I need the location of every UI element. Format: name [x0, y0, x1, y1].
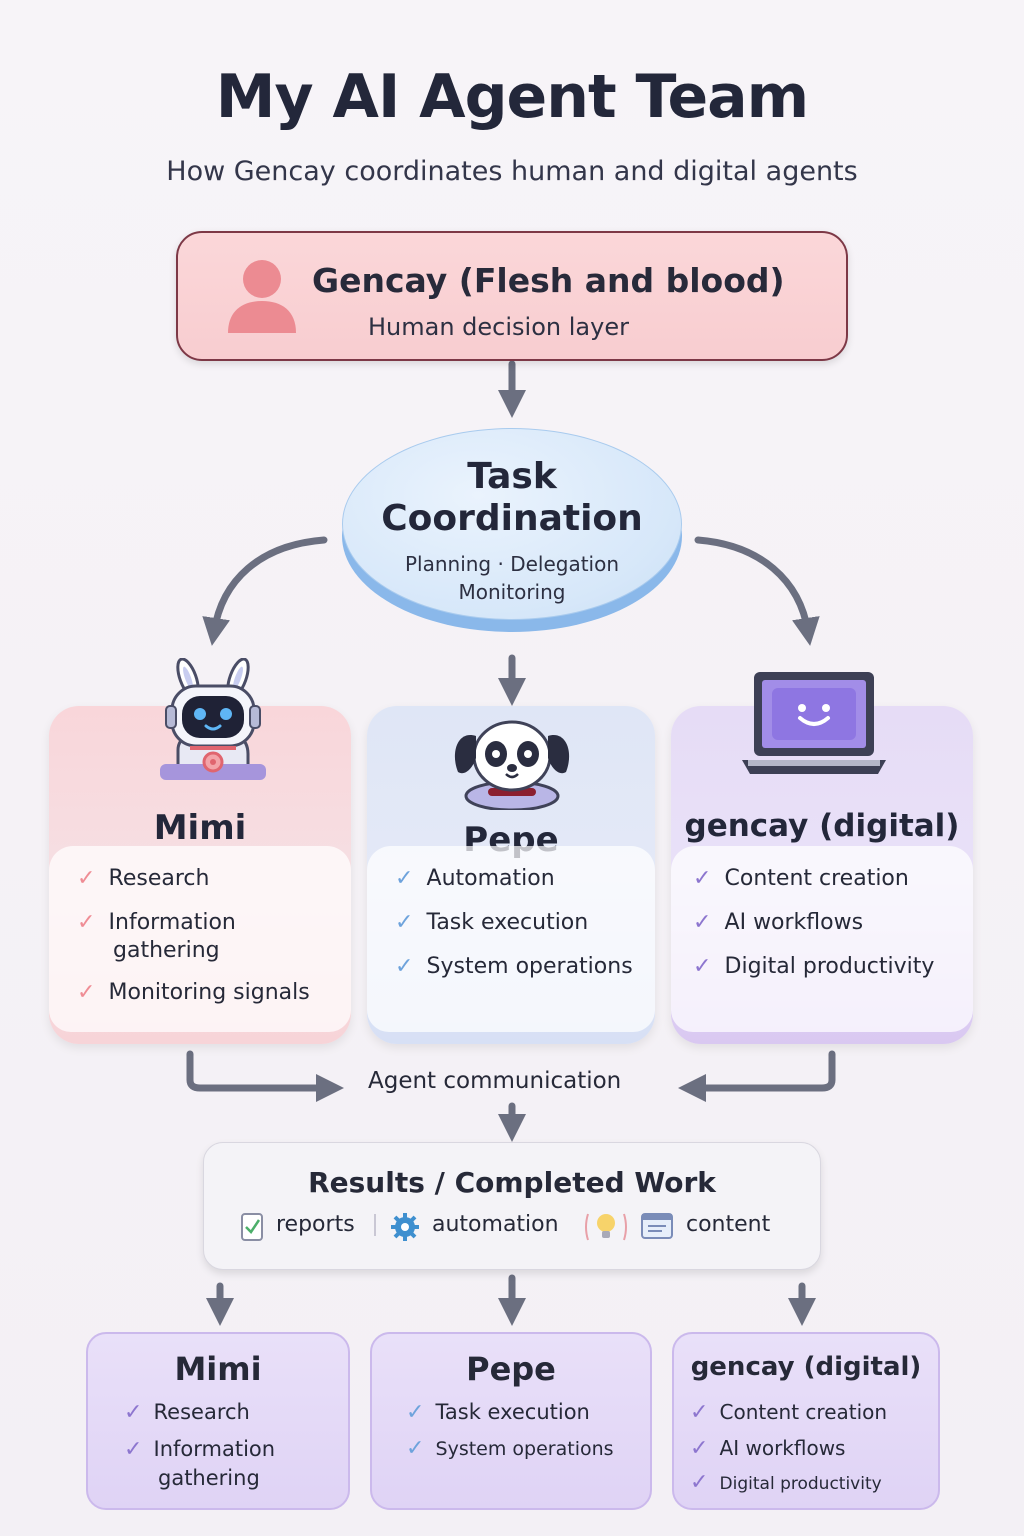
results-item-content: content: [686, 1212, 771, 1237]
results-item-reports: reports: [276, 1212, 355, 1237]
gear-icon: [391, 1213, 419, 1241]
agent-skills-mimi: ✓ Research ✓ Information gathering ✓ Mon…: [49, 846, 351, 1032]
check-icon: ✓: [395, 866, 414, 891]
output-card-pepe: Pepe ✓ Task execution ✓ System operation…: [370, 1332, 652, 1510]
agent-skills-pepe: ✓ Automation ✓ Task execution ✓ System o…: [367, 846, 655, 1032]
check-icon: ✓: [124, 1400, 143, 1425]
arrow-mimi-to-communication: [186, 1050, 344, 1102]
list-item: ✓ Content creation: [690, 1400, 888, 1425]
results-box: [203, 1142, 821, 1270]
list-item: ✓ Task execution: [406, 1400, 590, 1425]
check-icon: ✓: [124, 1437, 143, 1462]
human-decision-box: Gencay (Flesh and blood) Human decision …: [176, 231, 848, 361]
task-coordination-node: [342, 428, 682, 620]
list-item: ✓ Information: [77, 910, 236, 935]
list-item-continuation: gathering: [113, 938, 220, 963]
divider: [374, 1214, 376, 1236]
output-card-gencay-digital: gencay (digital) ✓ Content creation ✓ AI…: [672, 1332, 940, 1510]
person-icon: [228, 260, 296, 333]
check-icon: ✓: [395, 954, 414, 979]
agent-card-gencay-digital: gencay (digital) ✓ Content creation ✓ AI…: [671, 706, 973, 1044]
page-title: My AI Agent Team: [215, 62, 809, 132]
agent-name-gencay-digital: gencay (digital): [684, 808, 960, 844]
list-item: ✓ Information: [124, 1437, 276, 1462]
list-item: ✓ Task execution: [395, 910, 589, 935]
coordination-title: Task Coordination: [381, 456, 643, 539]
agent-communication-label: Agent communication: [368, 1068, 622, 1094]
check-icon: ✓: [690, 1436, 709, 1461]
list-item: ✓ Research: [77, 866, 210, 891]
human-name: Gencay (Flesh and blood): [312, 261, 785, 300]
list-item: ✓ AI workflows: [693, 910, 864, 935]
check-icon: ✓: [693, 866, 712, 891]
output-name-pepe: Pepe: [466, 1350, 556, 1388]
laptop-icon: [742, 672, 886, 774]
check-icon: ✓: [690, 1470, 709, 1495]
agent-skills-gencay-digital: ✓ Content creation ✓ AI workflows ✓ Digi…: [671, 846, 973, 1032]
check-icon: ✓: [77, 866, 96, 891]
list-item: ✓ System operations: [406, 1436, 614, 1461]
report-icon: [241, 1213, 263, 1241]
arrow-coordination-to-mimi: [202, 536, 328, 646]
list-item: ✓ Digital productivity: [690, 1470, 882, 1495]
list-item: ✓ Research: [124, 1400, 250, 1425]
agent-name-mimi: Mimi: [153, 808, 247, 848]
check-icon: ✓: [395, 910, 414, 935]
page-subtitle: How Gencay coordinates human and digital…: [166, 156, 858, 187]
list-item-continuation: gathering: [158, 1466, 260, 1490]
list-item: ✓ Automation: [395, 866, 555, 891]
results-item-automation: automation: [432, 1212, 559, 1237]
list-item: ✓ System operations: [395, 954, 633, 979]
robot-bunny-icon: [160, 658, 266, 780]
coordination-subtitle: Planning · Delegation Monitoring: [404, 552, 620, 604]
list-item: ✓ Content creation: [693, 866, 909, 891]
output-name-mimi: Mimi: [174, 1350, 262, 1388]
arrow-coordination-to-gencay: [694, 536, 820, 646]
dog-icon: [454, 720, 570, 810]
check-icon: ✓: [406, 1436, 425, 1461]
human-role: Human decision layer: [368, 313, 629, 341]
lightbulb-icon: [585, 1213, 627, 1241]
list-item: ✓ AI workflows: [690, 1436, 846, 1461]
list-item: ✓ Monitoring signals: [77, 980, 310, 1005]
check-icon: ✓: [77, 980, 96, 1005]
check-icon: ✓: [690, 1400, 709, 1425]
results-title: Results / Completed Work: [308, 1166, 716, 1199]
output-name-gencay-digital: gencay (digital): [690, 1352, 922, 1382]
folder-content-icon: [641, 1213, 673, 1239]
check-icon: ✓: [693, 954, 712, 979]
output-card-mimi: Mimi ✓ Research ✓ Information gathering: [86, 1332, 350, 1510]
check-icon: ✓: [693, 910, 712, 935]
arrow-gencay-to-communication: [678, 1050, 836, 1102]
list-item: ✓ Digital productivity: [693, 954, 935, 979]
check-icon: ✓: [406, 1400, 425, 1425]
check-icon: ✓: [77, 910, 96, 935]
